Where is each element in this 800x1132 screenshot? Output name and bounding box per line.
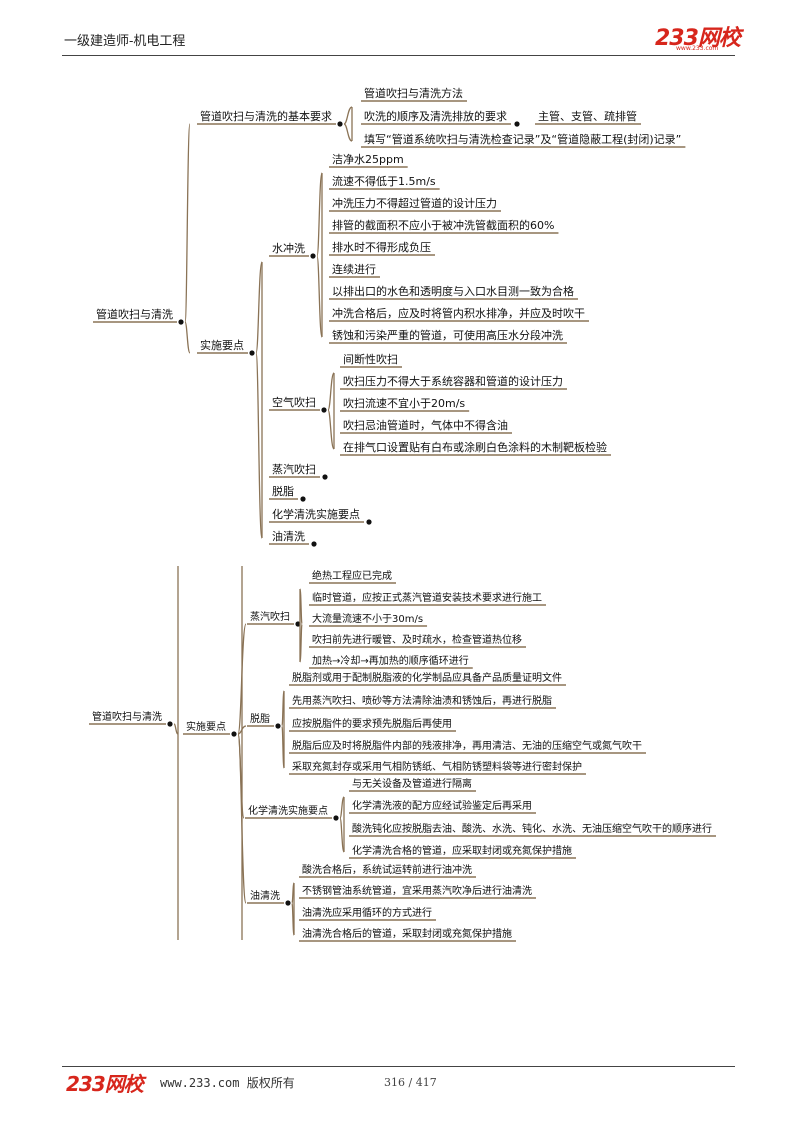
map1-collapsed-dot-1 (300, 496, 306, 502)
map2-points-node: 实施要点 (186, 720, 226, 733)
map1-root-dot (178, 319, 184, 325)
map1-water-item-4: 排水时不得形成负压 (332, 240, 431, 254)
map2-chem-item-2: 酸洗钝化应按脱脂去油、酸洗、水洗、钝化、水洗、无油压缩空气吹干的顺序进行 (352, 822, 712, 835)
map1-water-node: 水冲洗 (272, 241, 305, 255)
map1-air-item-1: 吹扫压力不得大于系统容器和管道的设计压力 (343, 374, 563, 388)
header-title: 一级建造师-机电工程 (64, 34, 186, 49)
map2-degrease-item-1: 先用蒸汽吹扫、喷砂等方法清除油渍和锈蚀后，再进行脱脂 (292, 694, 552, 707)
map2-steam-dot (295, 621, 301, 627)
map1-water-item-1: 流速不得低于1.5m/s (332, 174, 436, 188)
header-logo: 233网校 (655, 26, 741, 51)
map1-collapsed-node-1: 脱脂 (272, 484, 294, 498)
map1-points-node: 实施要点 (200, 338, 244, 352)
map1-root-to-basic (184, 123, 191, 323)
map1-air-branch-top (327, 372, 335, 411)
map2-points-to-oil (237, 733, 247, 904)
map2-chem-item-3: 化学清洗合格的管道，应采取封闭或充氮保护措施 (352, 844, 572, 857)
map1-air-branch-bottom (327, 409, 335, 450)
map2-degrease-item-3: 脱脂后应及时将脱脂件内部的残液排净，再用清洁、无油的压缩空气或氮气吹干 (292, 739, 642, 752)
map1-basic-item-1: 吹洗的顺序及清洗排放的要求 (364, 109, 507, 123)
header-logo-url: www.233.com (676, 45, 719, 52)
map2-root-to-points (173, 723, 179, 735)
map2-root-dot (167, 721, 173, 727)
map2-degrease-item-4: 采取充氮封存或采用气相防锈纸、气相防锈塑料袋等进行密封保护 (292, 760, 582, 773)
map1-basic-item-0: 管道吹扫与清洗方法 (364, 86, 463, 100)
map1-root-node: 管道吹扫与清洗 (96, 307, 173, 321)
map1-water-item-7: 冲洗合格后，应及时将管内积水排净，并应及时吹干 (332, 306, 585, 320)
map1-points-branch-top (255, 261, 263, 354)
map1-air-item-2: 吹扫流速不宜小于20m/s (343, 396, 465, 410)
map1-collapsed-node-0: 蒸汽吹扫 (272, 462, 316, 476)
map1-air-node: 空气吹扫 (272, 395, 316, 409)
map2-steam-item-2: 大流量流速不小于30m/s (312, 612, 423, 625)
map2-oil-item-2: 油清洗应采用循环的方式进行 (302, 906, 432, 919)
header-rule (62, 55, 735, 56)
map2-degrease-dot (275, 723, 281, 729)
map2-chem-item-0: 与无关设备及管道进行隔离 (352, 777, 472, 790)
map2-steam-item-1: 临时管道，应按正式蒸汽管道安装技术要求进行施工 (312, 591, 542, 604)
map2-oil-dot (285, 900, 291, 906)
map1-points-dot (249, 350, 255, 356)
map1-water-branch-bottom (316, 255, 323, 338)
map1-air-item-3: 吹扫忌油管道时，气体中不得含油 (343, 418, 508, 432)
map1-water-item-6: 以排出口的水色和透明度与入口水目测一致为合格 (332, 284, 574, 298)
map2-points-to-steam (237, 623, 247, 735)
map1-order-dot (514, 121, 520, 127)
map2-oil-node: 油清洗 (250, 889, 280, 902)
map2-oil-item-1: 不锈钢管油系统管道，宜采用蒸汽吹净后进行油清洗 (302, 884, 532, 897)
map2-chem-item-1: 化学清洗液的配方应经试验鉴定后再采用 (352, 799, 532, 812)
map2-oil-item-3: 油清洗合格后的管道，采取封闭或充氮保护措施 (302, 927, 512, 940)
map1-basic-branch-top (343, 106, 353, 125)
map2-oil-item-0: 酸洗合格后，系统试运转前进行油冲洗 (302, 863, 472, 876)
map2-degrease-item-2: 应按脱脂件的要求预先脱脂后再使用 (292, 717, 452, 730)
map1-root-to-points (184, 321, 191, 354)
map2-points-to-degrease (237, 725, 247, 735)
map1-air-dot (321, 407, 327, 413)
map1-water-branch-top (316, 172, 323, 257)
map1-water-item-8: 锈蚀和污染严重的管道，可使用高压水分段冲洗 (332, 328, 563, 342)
map1-water-item-0: 洁净水25ppm (332, 152, 404, 166)
map1-water-item-5: 连续进行 (332, 262, 376, 276)
map1-basic-item-2: 填写“管道系统吹扫与清洗检查记录”及“管道隐蔽工程(封闭)记录” (364, 132, 681, 146)
map1-water-item-2: 冲洗压力不得超过管道的设计压力 (332, 196, 497, 210)
footer-rule (62, 1066, 735, 1067)
map2-degrease-node: 脱脂 (250, 712, 270, 725)
map1-air-item-0: 间断性吹扫 (343, 352, 398, 366)
map1-collapsed-node-3: 油清洗 (272, 529, 305, 543)
map2-chem-dot (333, 815, 339, 821)
map1-collapsed-dot-3 (311, 541, 317, 547)
footer-logo: 233网校 (66, 1072, 144, 1096)
map2-steam-item-0: 绝热工程应已完成 (312, 569, 392, 582)
map1-order-note: 主管、支管、疏排管 (538, 109, 637, 123)
map1-basic-node: 管道吹扫与清洗的基本要求 (200, 109, 332, 123)
footer-copyright: www.233.com 版权所有 (160, 1076, 295, 1090)
map1-water-dot (310, 253, 316, 259)
page-number: 316 / 417 (384, 1076, 437, 1089)
map1-collapsed-node-2: 化学清洗实施要点 (272, 507, 360, 521)
map1-water-item-3: 排管的截面积不应小于被冲洗管截面积的60% (332, 218, 554, 232)
map1-collapsed-dot-0 (322, 474, 328, 480)
map2-points-dot (231, 731, 237, 737)
map1-collapsed-dot-2 (366, 519, 372, 525)
map2-chem-node: 化学清洗实施要点 (248, 804, 328, 817)
map2-steam-item-3: 吹扫前先进行暖管、及时疏水，检查管道热位移 (312, 633, 522, 646)
map2-degrease-item-0: 脱脂剂或用于配制脱脂液的化学制品应具备产品质量证明文件 (292, 671, 562, 684)
map1-air-item-4: 在排气口设置贴有白布或涂刷白色涂料的木制靶板检验 (343, 440, 607, 454)
map1-basic-dot (337, 121, 343, 127)
map1-basic-branch-bottom (343, 123, 353, 142)
map2-steam-item-4: 加热→冷却→再加热的顺序循环进行 (312, 654, 469, 667)
map1-points-branch-bottom (255, 352, 263, 539)
map2-steam-node: 蒸汽吹扫 (250, 610, 290, 623)
map2-root-node: 管道吹扫与清洗 (92, 710, 162, 723)
